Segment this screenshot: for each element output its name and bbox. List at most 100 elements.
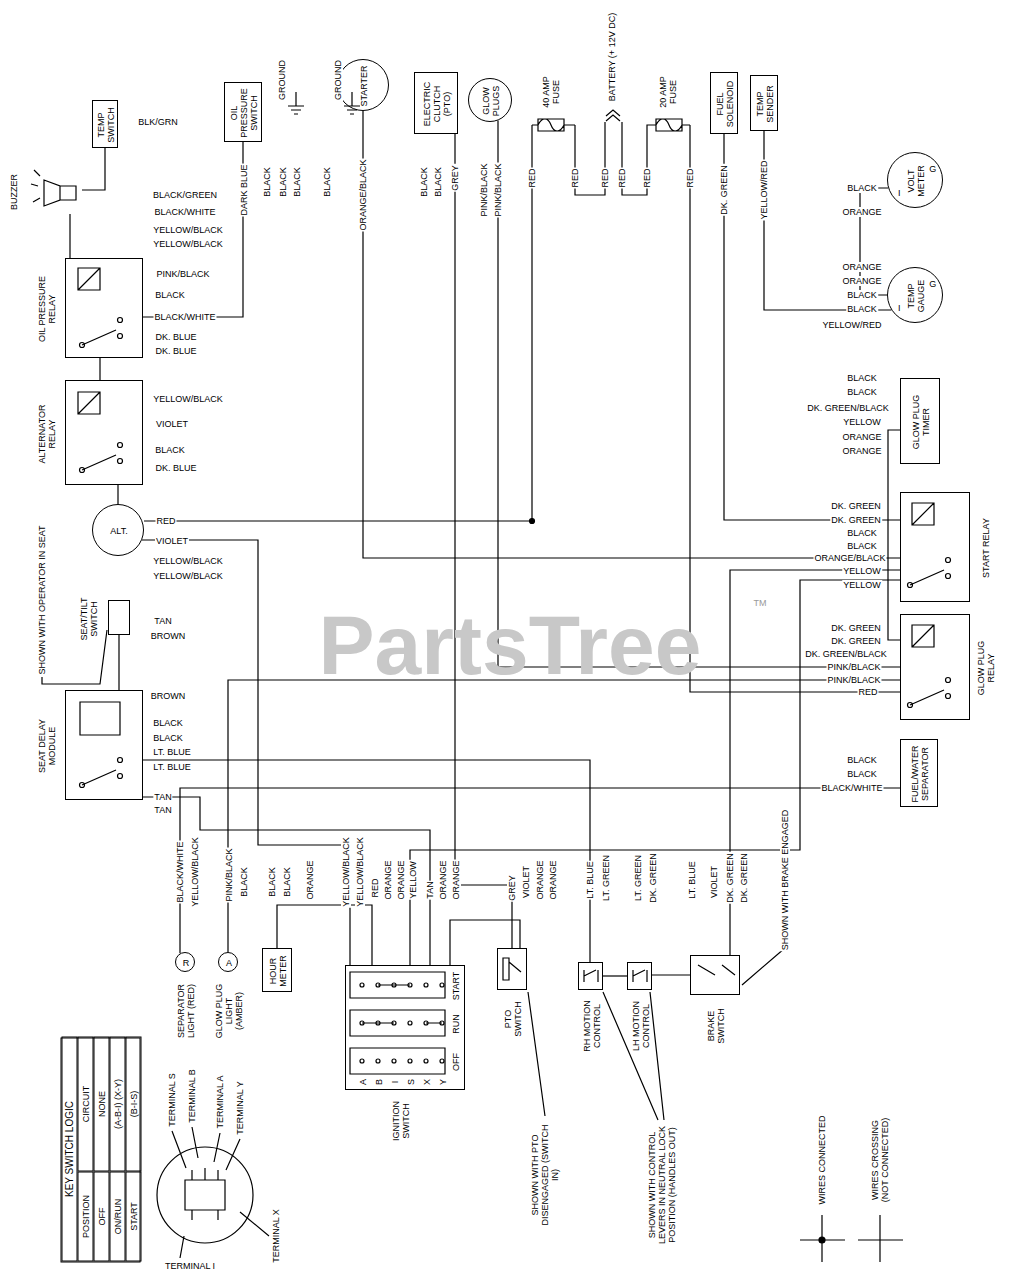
wire bbox=[888, 430, 900, 640]
wire-color-label: TAN bbox=[153, 805, 172, 815]
wire-color-label: BLACK bbox=[152, 733, 184, 743]
separator-light: RSEPARATOR LIGHT (RED) bbox=[175, 952, 195, 972]
wire-color-label: TAN bbox=[153, 792, 172, 802]
terminal-label: TERMINAL X bbox=[271, 1208, 281, 1264]
wire-color-label: BLACK bbox=[846, 373, 878, 383]
relay-coil bbox=[910, 625, 944, 705]
wire bbox=[69, 214, 70, 258]
wire-color-label: BLACK bbox=[846, 769, 878, 779]
wire-color-label: YELLOW bbox=[842, 580, 882, 590]
component-name: LH MOTION CONTROL bbox=[631, 998, 651, 1054]
wire-color-label: YELLOW bbox=[842, 417, 882, 427]
wire bbox=[82, 148, 105, 190]
component-text: ON/RUN bbox=[109, 1172, 125, 1262]
fuel-solenoid: FUEL SOLENOID bbox=[710, 72, 738, 134]
wire-color-label: LT. BLUE bbox=[152, 762, 191, 772]
component-text: G bbox=[929, 279, 936, 289]
component-text: POSITION bbox=[77, 1172, 93, 1262]
component-name: OIL PRESSURE RELAY bbox=[37, 273, 57, 345]
wire-color-label: BLACK bbox=[322, 166, 332, 198]
wire-color-label: RED bbox=[155, 516, 176, 526]
wire-color-label: RED bbox=[617, 167, 627, 188]
wire-color-label: BLACK bbox=[846, 290, 878, 300]
wire-color-label: GREY bbox=[507, 874, 517, 902]
electric-clutch: ELECTRIC CLUTCH (PTO) bbox=[414, 72, 458, 134]
wire-color-label: PINK/BLACK bbox=[479, 162, 489, 217]
wire-color-label: YELLOW/BLACK bbox=[190, 836, 200, 908]
component-name: TEMP SWITCH bbox=[96, 105, 116, 145]
wire-color-label: YELLOW bbox=[842, 566, 882, 576]
glow-plug-relay: GLOW PLUG RELAY bbox=[900, 614, 970, 720]
wire bbox=[724, 134, 900, 520]
wire-color-label: ORANGE bbox=[841, 276, 882, 286]
component-text: OFF bbox=[93, 1172, 109, 1262]
wire-color-label: BROWN bbox=[150, 691, 187, 701]
component-text: S bbox=[406, 1079, 416, 1085]
component-name: STARTER bbox=[359, 65, 369, 106]
ground-label: GROUND bbox=[333, 59, 343, 101]
component-text: START bbox=[125, 1172, 141, 1262]
terminal-label: TERMINAL A bbox=[215, 1074, 225, 1129]
component-text: B bbox=[374, 1079, 384, 1085]
wire-color-label: ORANGE bbox=[535, 859, 545, 900]
wire bbox=[117, 485, 118, 504]
symbols bbox=[31, 92, 951, 1262]
component-text: G bbox=[929, 164, 936, 174]
hour-meter: HOUR METER bbox=[262, 948, 292, 992]
wire-color-label: LT. BLUE bbox=[585, 860, 595, 899]
component-name: FUEL SOLENOID bbox=[715, 79, 735, 129]
pto-switch: PTO SWITCH bbox=[497, 948, 527, 990]
key-switch bbox=[157, 1147, 253, 1243]
component-name: RH MOTION CONTROL bbox=[582, 998, 602, 1054]
component-name: BRAKE SWITCH bbox=[706, 1006, 726, 1046]
wire bbox=[730, 570, 900, 955]
wire-color-label: DK. BLUE bbox=[154, 332, 197, 342]
wire-color-label: DK. GREEN bbox=[719, 164, 729, 216]
wire-color-label: BLACK bbox=[846, 304, 878, 314]
component-text: Y bbox=[438, 1079, 448, 1085]
fuse-label: 20 AMP FUSE bbox=[658, 73, 678, 111]
glow-plug-light: AGLOW PLUG LIGHT (AMBER) bbox=[218, 952, 238, 972]
battery-symbol bbox=[606, 110, 620, 121]
wire-color-label: BLACK bbox=[846, 541, 878, 551]
wire-color-label: DK. GREEN bbox=[830, 501, 882, 511]
component-name: BUZZER bbox=[9, 174, 19, 210]
oil-pressure-relay: OIL PRESSURE RELAY bbox=[65, 258, 143, 358]
terminal-label: TERMINAL I bbox=[164, 1261, 216, 1271]
wire-color-label: RED bbox=[370, 877, 380, 898]
wire bbox=[363, 111, 900, 558]
wire-color-label: DK. GREEN bbox=[830, 636, 882, 646]
component-text: RUN bbox=[451, 1014, 461, 1034]
component-name: IGNITION SWITCH bbox=[391, 1096, 411, 1146]
lh-motion-control: LH MOTION CONTROL bbox=[627, 962, 652, 990]
component-text: (B-I-S) bbox=[125, 1037, 141, 1172]
wire-color-label: BLACK bbox=[846, 387, 878, 397]
wire bbox=[450, 920, 520, 965]
wire-color-label: PINK/BLACK bbox=[155, 269, 210, 279]
wire bbox=[764, 131, 891, 310]
wire-color-label: LT. GREEN bbox=[633, 854, 643, 902]
wire-color-label: ORANGE bbox=[305, 859, 315, 900]
wire-color-label: DK. GREEN bbox=[830, 515, 882, 525]
note: SHOWN WITH CONTROL LEVERS IN NEUTRAL LOC… bbox=[647, 1123, 677, 1247]
seat-tilt-switch: SEAT/TILT SWITCH bbox=[108, 600, 130, 635]
component-name: KEY SWITCH LOGIC bbox=[61, 1037, 77, 1262]
wire-color-label: ORANGE bbox=[451, 859, 461, 900]
wire-color-label: DARK BLUE bbox=[239, 163, 249, 216]
wire-color-label: ORANGE bbox=[841, 207, 882, 217]
switch-symbol bbox=[584, 965, 735, 982]
component-name: FUEL/WATER SEPARATOR bbox=[910, 743, 930, 805]
wire-color-label: BROWN bbox=[150, 631, 187, 641]
legend-text: WIRES CROSSING (NOT CONNECTED) bbox=[870, 1118, 890, 1202]
wire-color-label: DK. BLUE bbox=[154, 346, 197, 356]
wire-color-label: ORANGE bbox=[396, 859, 406, 900]
wire-color-label: VIOLET bbox=[521, 865, 531, 899]
component-name: A bbox=[226, 958, 232, 968]
leader-line bbox=[42, 630, 785, 1120]
component-text: CIRCUIT bbox=[77, 1037, 93, 1172]
wire-color-label: BLACK bbox=[154, 290, 186, 300]
junction-dot bbox=[530, 519, 535, 524]
legend-dot bbox=[819, 1237, 825, 1243]
oil-pressure-switch: OIL PRESSURE SWITCH bbox=[224, 82, 262, 142]
wire-color-label: BLACK bbox=[278, 166, 288, 198]
